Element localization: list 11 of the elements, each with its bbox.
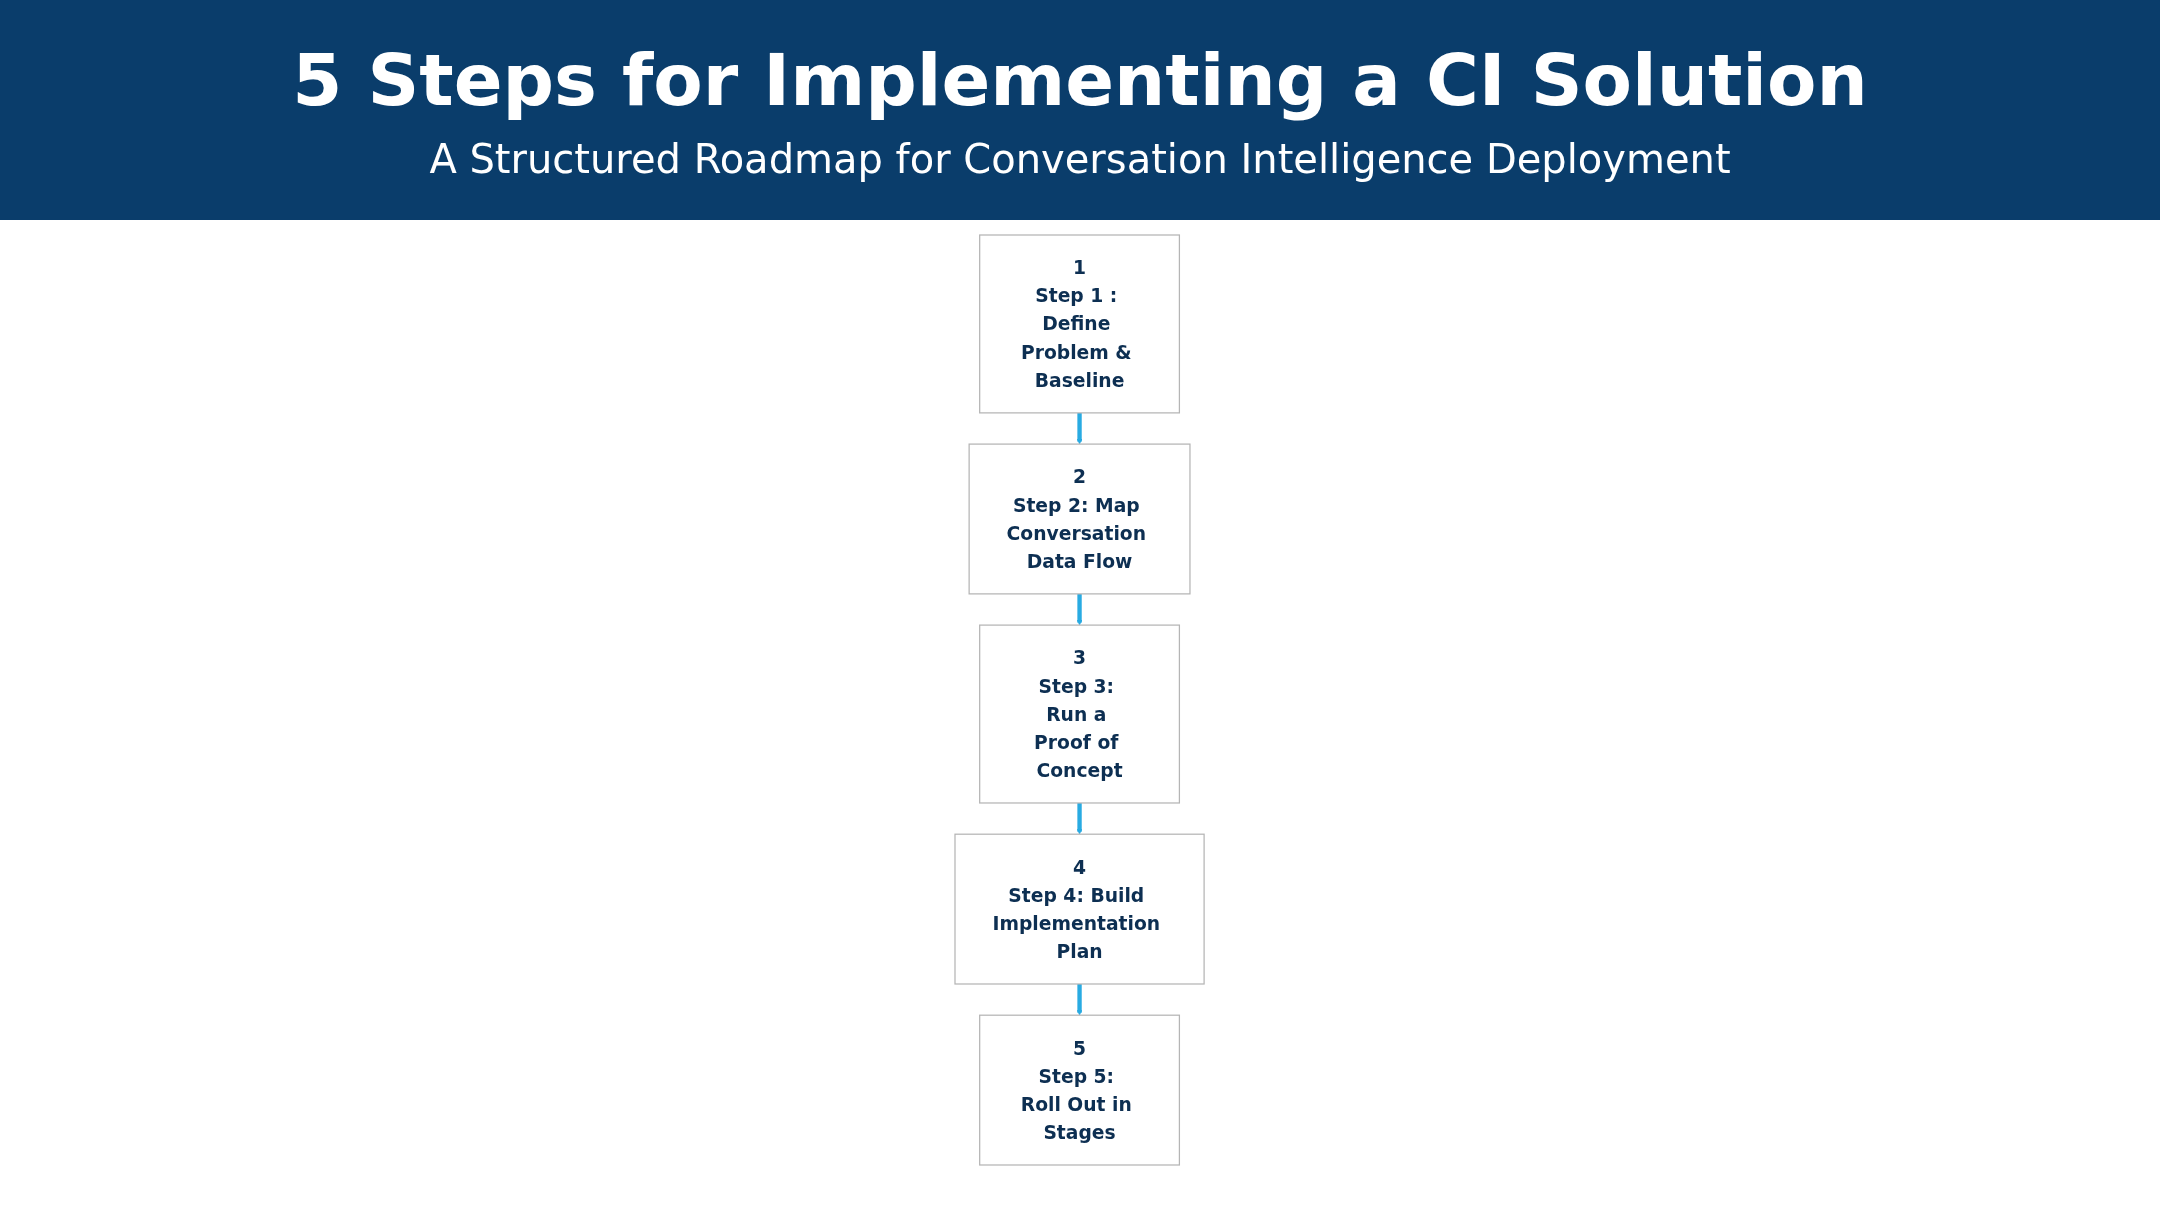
node-box: 5 Step 5: Roll Out in Stages [979,1014,1181,1166]
subtitle: A Structured Roadmap for Conversation Intelligence Deployment [429,136,1731,182]
node-box: 1 Step 1 : Define Problem & Baseline [979,234,1181,414]
arrow [1077,803,1083,835]
node-box: 4 Step 4: Build Implementation Plan [954,833,1206,985]
node-box: 2 Step 2: Map Conversation Data Flow [968,443,1192,595]
title: 5 Steps for Implementing a CI Solution [292,38,1868,122]
arrow [1077,593,1083,626]
arrow [1077,984,1083,1016]
node-box: 3 Step 3: Run a Proof of Concept [979,624,1181,804]
arrow [1077,412,1083,445]
